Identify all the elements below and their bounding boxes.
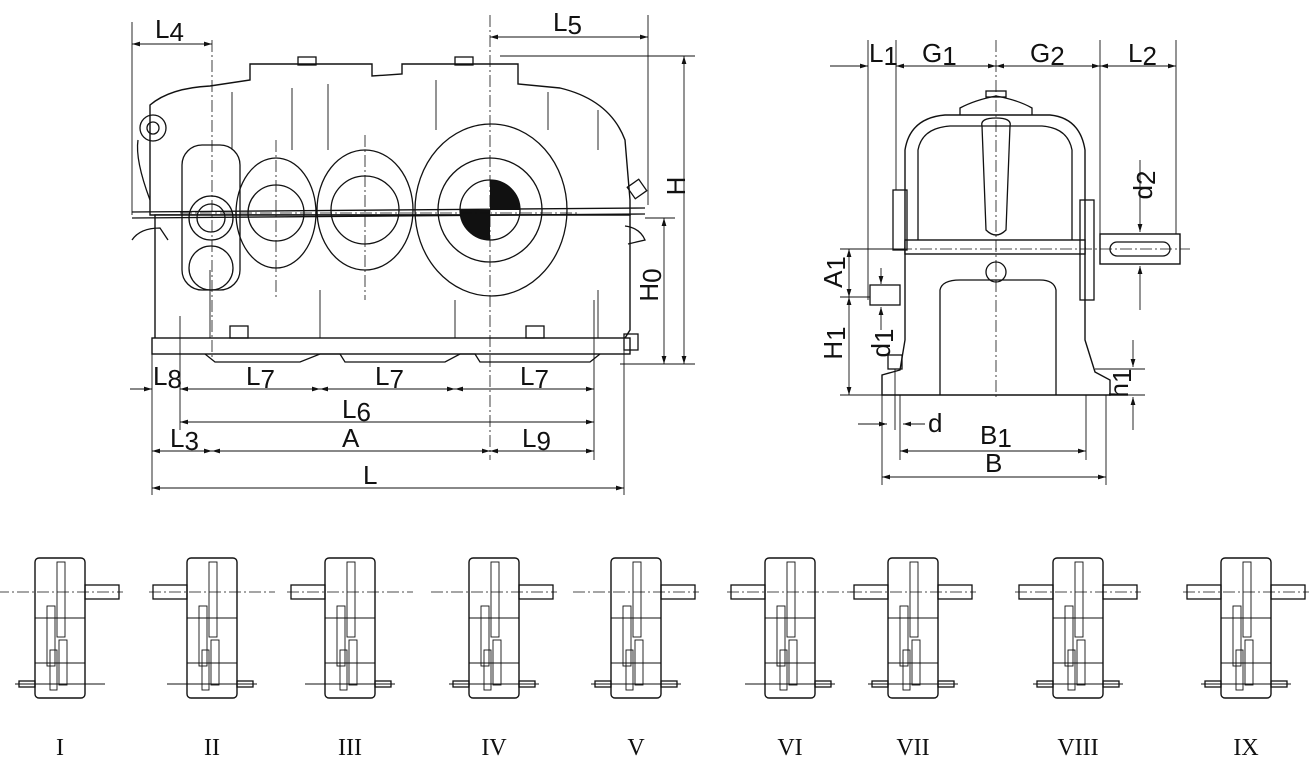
side-dimension-lines xyxy=(830,63,1176,480)
label-g1: G1 xyxy=(922,38,957,71)
label-l5: L5 xyxy=(553,7,582,40)
label-d: d xyxy=(928,408,942,438)
side-extension-lines xyxy=(840,40,1177,485)
assembly-type-8: VIII xyxy=(1015,557,1141,761)
label-l9: L9 xyxy=(522,423,551,456)
assembly-body xyxy=(186,557,238,699)
assembly-numeral: IV xyxy=(481,735,507,761)
front-housing xyxy=(131,15,648,460)
assembly-type-1: I xyxy=(0,557,123,761)
label-l4: L4 xyxy=(155,14,184,47)
label-d1: d1 xyxy=(866,329,899,358)
assembly-body xyxy=(324,557,376,699)
assembly-type-7: VII xyxy=(850,557,976,761)
side-housing xyxy=(860,40,1190,430)
label-b1: B1 xyxy=(980,420,1012,453)
assembly-type-3: III xyxy=(287,557,413,761)
label-a: A xyxy=(342,423,360,453)
label-l6: L6 xyxy=(342,394,371,427)
assembly-body xyxy=(764,557,816,699)
label-h0: H0 xyxy=(634,268,667,301)
label-l3: L3 xyxy=(170,423,199,456)
side-view: L1 G1 G2 L2 d2 A1 H1 d1 h1 d B1 B xyxy=(818,38,1190,485)
assembly-numeral: IX xyxy=(1233,735,1258,761)
label-l7-2: L7 xyxy=(375,361,404,394)
assembly-body xyxy=(1052,557,1104,699)
label-l1: L1 xyxy=(869,38,898,71)
assembly-type-5: V xyxy=(573,557,699,761)
assembly-numeral: I xyxy=(56,735,64,761)
label-b: B xyxy=(985,448,1002,478)
assembly-numeral: VII xyxy=(896,735,929,761)
label-l8: L8 xyxy=(153,361,182,394)
assembly-type-4: IV xyxy=(431,557,557,761)
assembly-type-2: II xyxy=(149,557,275,761)
label-l7-1: L7 xyxy=(246,361,275,394)
label-h1: H1 xyxy=(818,326,851,359)
assembly-numeral: III xyxy=(338,735,362,761)
label-a1: A1 xyxy=(818,256,851,288)
assembly-body xyxy=(34,557,86,699)
assembly-body xyxy=(610,557,662,699)
label-d2: d2 xyxy=(1128,171,1161,200)
front-dimension-lines xyxy=(130,34,687,491)
label-h1-small: h1 xyxy=(1104,369,1137,398)
assembly-type-9: IX xyxy=(1183,557,1309,761)
assembly-type-6: VI xyxy=(727,557,853,761)
label-l2: L2 xyxy=(1128,38,1157,71)
front-view: L4 L5 H H0 L8 L7 L7 L7 L6 L3 A L9 L xyxy=(130,7,695,495)
assembly-numeral: VI xyxy=(777,735,802,761)
assembly-numeral: VIII xyxy=(1057,735,1098,761)
assembly-numeral: V xyxy=(627,735,645,761)
assembly-body xyxy=(887,557,939,699)
front-extension-lines xyxy=(131,15,695,495)
label-l7-3: L7 xyxy=(520,361,549,394)
assembly-body xyxy=(1220,557,1272,699)
assembly-numeral: II xyxy=(204,735,220,761)
label-h: H xyxy=(661,177,691,196)
assembly-body xyxy=(468,557,520,699)
label-g2: G2 xyxy=(1030,38,1065,71)
label-l: L xyxy=(363,460,377,490)
